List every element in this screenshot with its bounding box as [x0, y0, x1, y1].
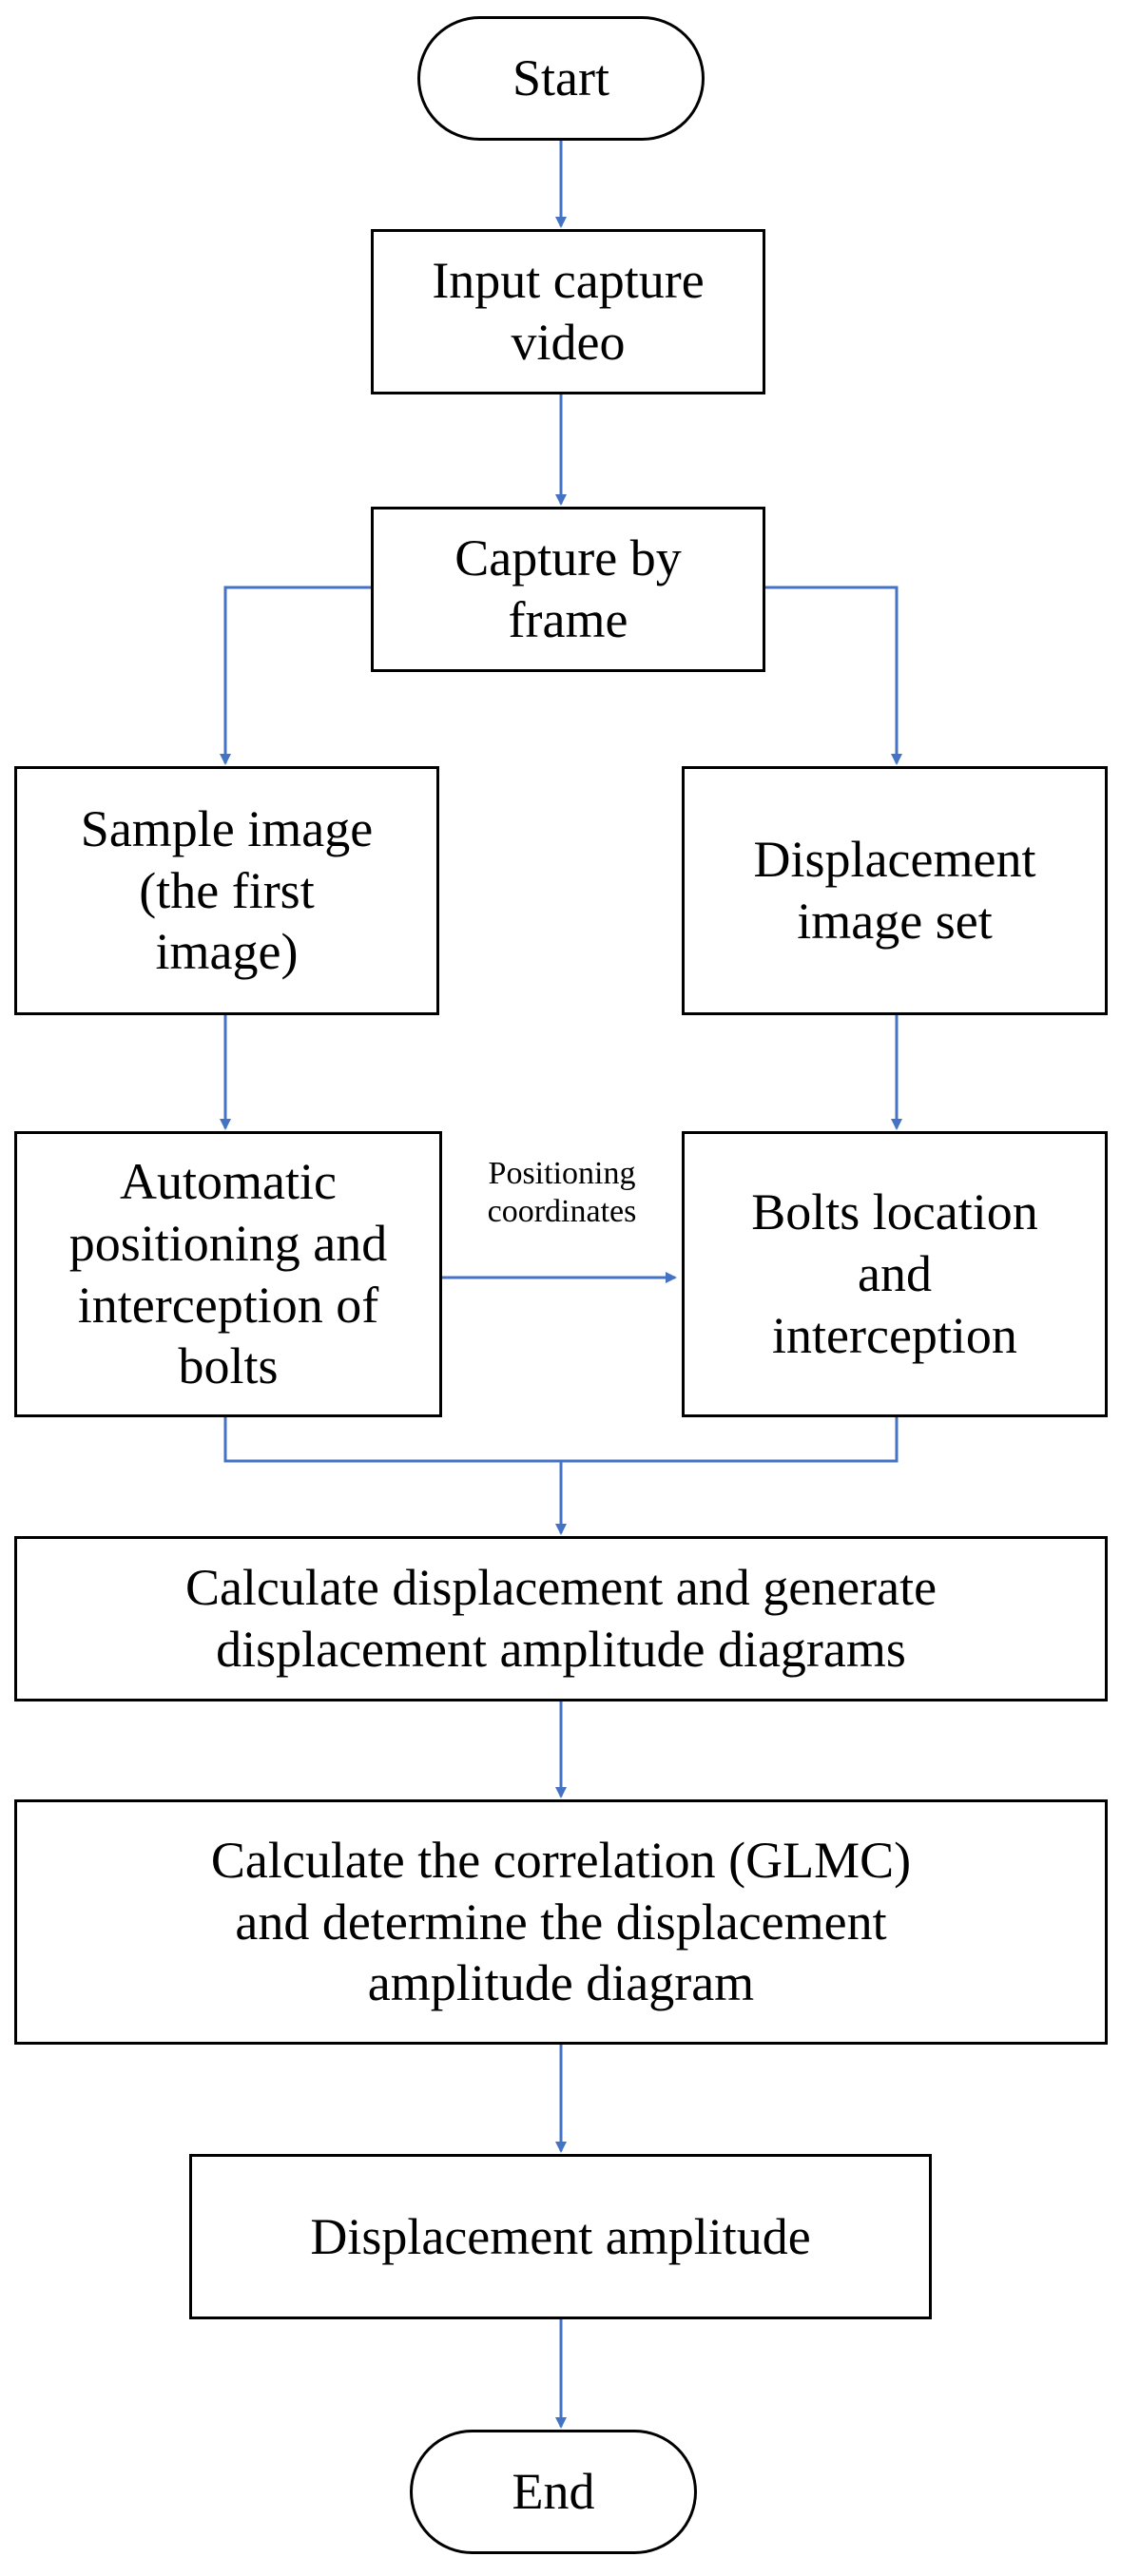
arrow-capture-to-displacement-set: [765, 586, 902, 765]
sample-image-box: Sample image (the first image): [14, 766, 439, 1015]
displacement-image-set-box: Displacement image set: [682, 766, 1108, 1015]
positioning-coordinates-label: Positioning coordinates: [487, 1156, 637, 1230]
displacement-amplitude-box: Displacement amplitude: [189, 2154, 932, 2319]
input-video-box: Input capture video: [371, 229, 765, 394]
merge-line: [223, 1417, 899, 1463]
capture-frame-box: Capture by frame: [371, 507, 765, 672]
arrow-capture-to-sample: [220, 586, 371, 765]
automatic-positioning-box: Automatic positioning and interception o…: [14, 1131, 442, 1417]
start-node: Start: [417, 16, 705, 141]
calculate-displacement-box: Calculate displacement and generate disp…: [14, 1536, 1108, 1701]
calculate-correlation-box: Calculate the correlation (GLMC) and det…: [14, 1799, 1108, 2045]
bolts-location-box: Bolts location and interception: [682, 1131, 1108, 1417]
end-node: End: [410, 2430, 697, 2554]
